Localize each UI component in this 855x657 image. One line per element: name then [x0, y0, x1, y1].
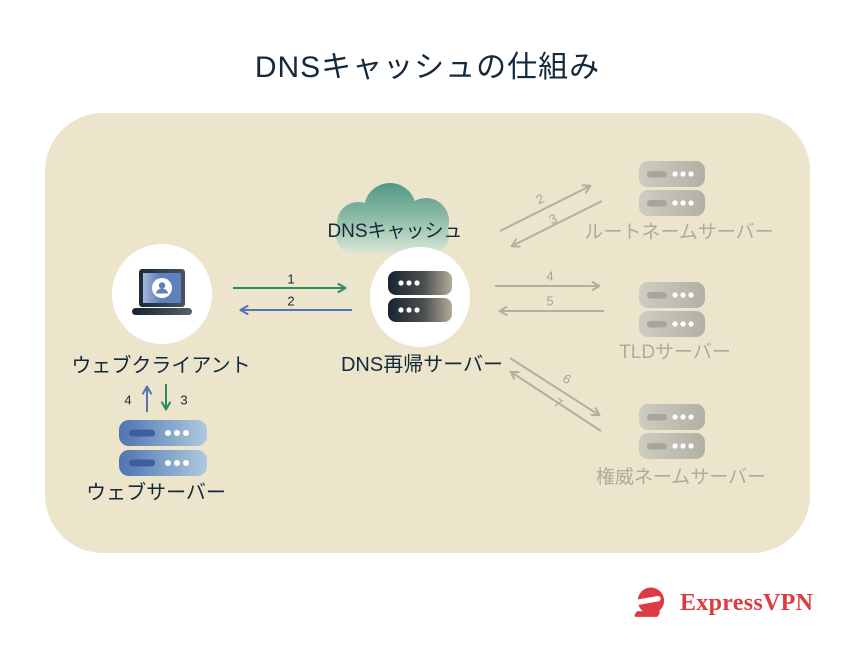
expressvpn-logo: ExpressVPN	[630, 586, 813, 620]
tld-server-label: TLDサーバー	[619, 342, 731, 363]
dns-cache-cloud	[322, 181, 462, 263]
web-client-label: ウェブクライアント	[71, 355, 251, 377]
step-number-tld-query: 4	[546, 268, 554, 284]
cache-cloud-icon	[336, 183, 449, 253]
inactive-server-stack-icon-root	[639, 161, 705, 216]
step-number-web-response: 4	[124, 392, 132, 408]
page-title: DNSキャッシュの仕組み	[254, 51, 601, 84]
server-stack-icon	[388, 271, 452, 322]
inactive-server-stack-icon-tld	[639, 282, 705, 337]
web-server-label: ウェブサーバー	[86, 482, 226, 504]
expressvpn-logo-icon	[631, 587, 665, 617]
step-number-web-request: 3	[180, 392, 188, 408]
expressvpn-wordmark: ExpressVPN	[680, 589, 814, 616]
step-number-tld-response: 5	[546, 293, 554, 309]
auth-server-label: 権威ネームサーバー	[595, 467, 767, 488]
dns-recursive-label: DNS再帰サーバー	[340, 354, 504, 376]
step-number-client-query: 1	[287, 271, 295, 287]
inactive-server-stack-icon-auth	[639, 404, 705, 459]
dns-recursive-node	[370, 247, 470, 347]
step-number-client-response: 2	[287, 293, 295, 309]
web-server-stack-icon	[119, 420, 207, 476]
dns-cache-label: DNSキャッシュ	[327, 221, 463, 242]
web-client-node	[112, 244, 212, 344]
laptop-user-icon	[132, 269, 192, 315]
root-server-label: ルートネームサーバー	[584, 222, 774, 243]
